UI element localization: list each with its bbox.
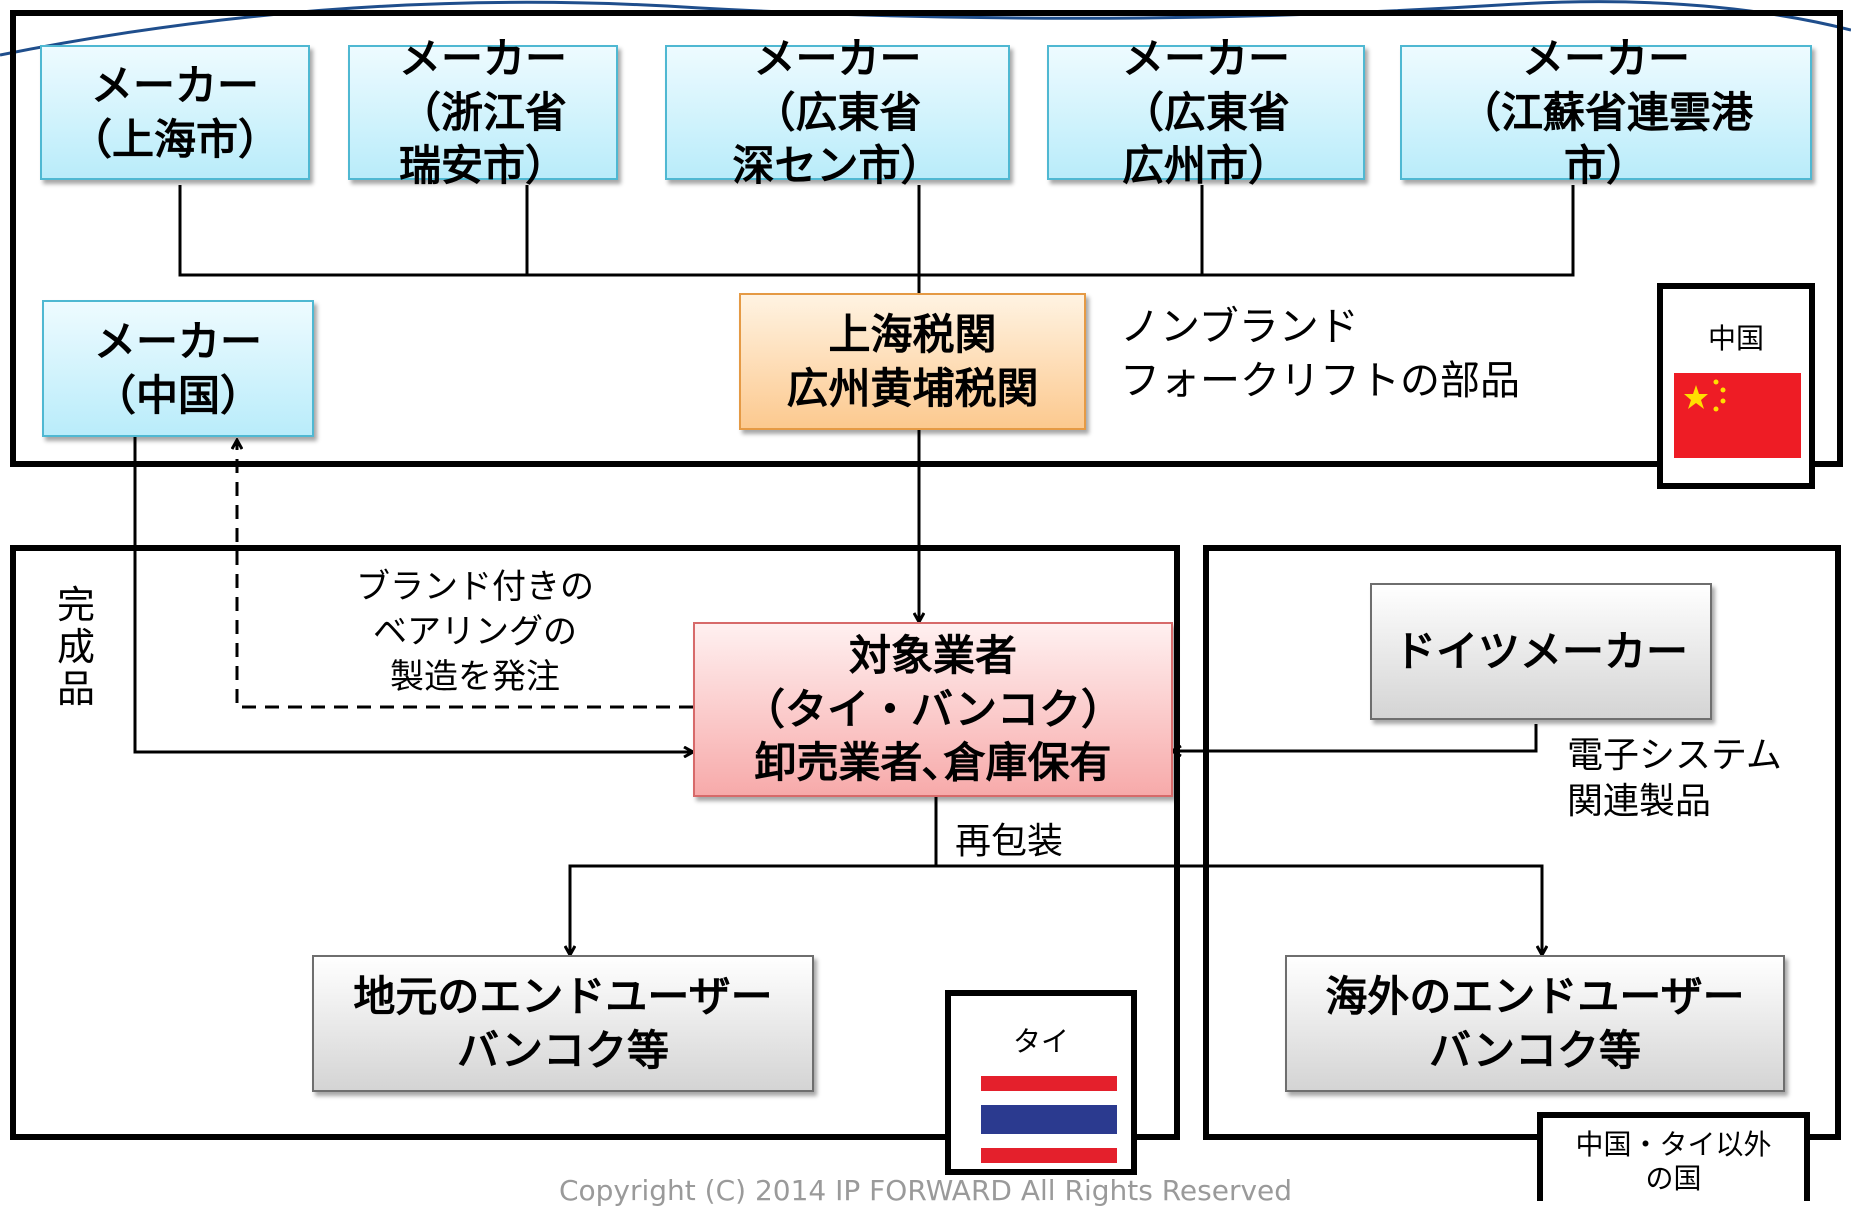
- german-to-target-arrow: [1172, 724, 1538, 751]
- german-maker: ドイツメーカー: [1370, 583, 1712, 720]
- target-company: 対象業者 （タイ・バンコク） 卸売業者､倉庫保有: [693, 622, 1173, 797]
- thailand-flag-icon: [981, 1076, 1117, 1163]
- china-label: 中国: [1707, 322, 1764, 355]
- maker-guangzhou: メーカー （広東省 広州市）: [1047, 34, 1365, 190]
- repack-label: 再包装: [955, 821, 1064, 862]
- finished-goods-label: 完 成 品: [57, 583, 96, 711]
- distribution-line: [568, 864, 1544, 955]
- maker-zhejiang: メーカー （浙江省 瑞安市）: [348, 34, 618, 190]
- overseas-end-users: 海外のエンドユーザー バンコク等: [1285, 955, 1785, 1092]
- thailand-label: タイ: [1012, 1025, 1069, 1058]
- order-dashed-arrow: [237, 440, 693, 709]
- customs-box: 上海税関 広州黄埔税関: [739, 293, 1086, 430]
- china-region: [10, 10, 1843, 467]
- copyright-footer: Copyright (C) 2014 IP FORWARD All Rights…: [558, 1174, 1293, 1207]
- china-flag-card: 中国: [1657, 283, 1815, 489]
- other-countries-region: [1203, 545, 1841, 1140]
- other-countries-label: 中国・タイ以外 の国: [1575, 1128, 1772, 1196]
- maker-jiangsu: メーカー （江蘇省連雲港 市）: [1400, 34, 1812, 190]
- order-label: ブランド付きの ベアリングの 製造を発注: [356, 567, 594, 697]
- electronics-label: 電子システム 関連製品: [1567, 735, 1782, 823]
- china-flag-icon: [1674, 373, 1801, 458]
- maker-china: メーカー （中国）: [42, 300, 314, 437]
- maker-shenzhen: メーカー （広東省 深セン市）: [665, 34, 1010, 190]
- other-countries-card: 中国・タイ以外 の国: [1537, 1112, 1810, 1201]
- nonbrand-label: ノンブランド フォークリフトの部品: [1120, 304, 1520, 404]
- thailand-flag-card: タイ: [945, 990, 1137, 1175]
- thailand-region: [10, 545, 1180, 1140]
- local-end-users: 地元のエンドユーザー バンコク等: [312, 955, 814, 1092]
- maker-shanghai: メーカー （上海市）: [40, 45, 310, 180]
- makers-bus-line: [178, 185, 1575, 277]
- finished-goods-arrow: [133, 437, 693, 752]
